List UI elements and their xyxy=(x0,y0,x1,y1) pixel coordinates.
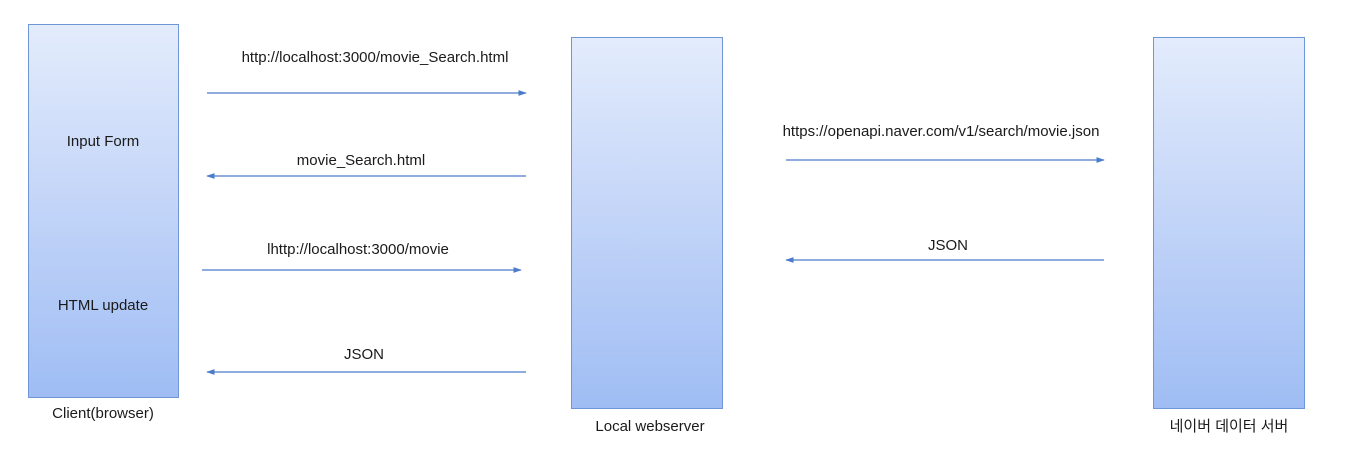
message-naver-api-request: https://openapi.naver.com/v1/search/movi… xyxy=(782,123,1100,140)
html-update-label: HTML update xyxy=(57,297,149,314)
message-json-from-naver: JSON xyxy=(927,237,969,254)
message-json-to-client: JSON xyxy=(343,346,385,363)
message-movie-request: lhttp://localhost:3000/movie xyxy=(267,241,449,258)
message-search-page-response: movie_Search.html xyxy=(296,152,426,169)
naver-data-server-box xyxy=(1153,37,1305,409)
client-browser-box xyxy=(28,24,179,398)
naver-data-server-caption: 네이버 데이터 서버 xyxy=(1169,418,1289,435)
input-form-label: Input Form xyxy=(66,133,140,150)
client-browser-caption: Client(browser) xyxy=(52,405,154,422)
local-webserver-caption: Local webserver xyxy=(595,418,705,435)
message-request-search-page: http://localhost:3000/movie_Search.html xyxy=(241,49,509,66)
local-webserver-box xyxy=(571,37,723,409)
